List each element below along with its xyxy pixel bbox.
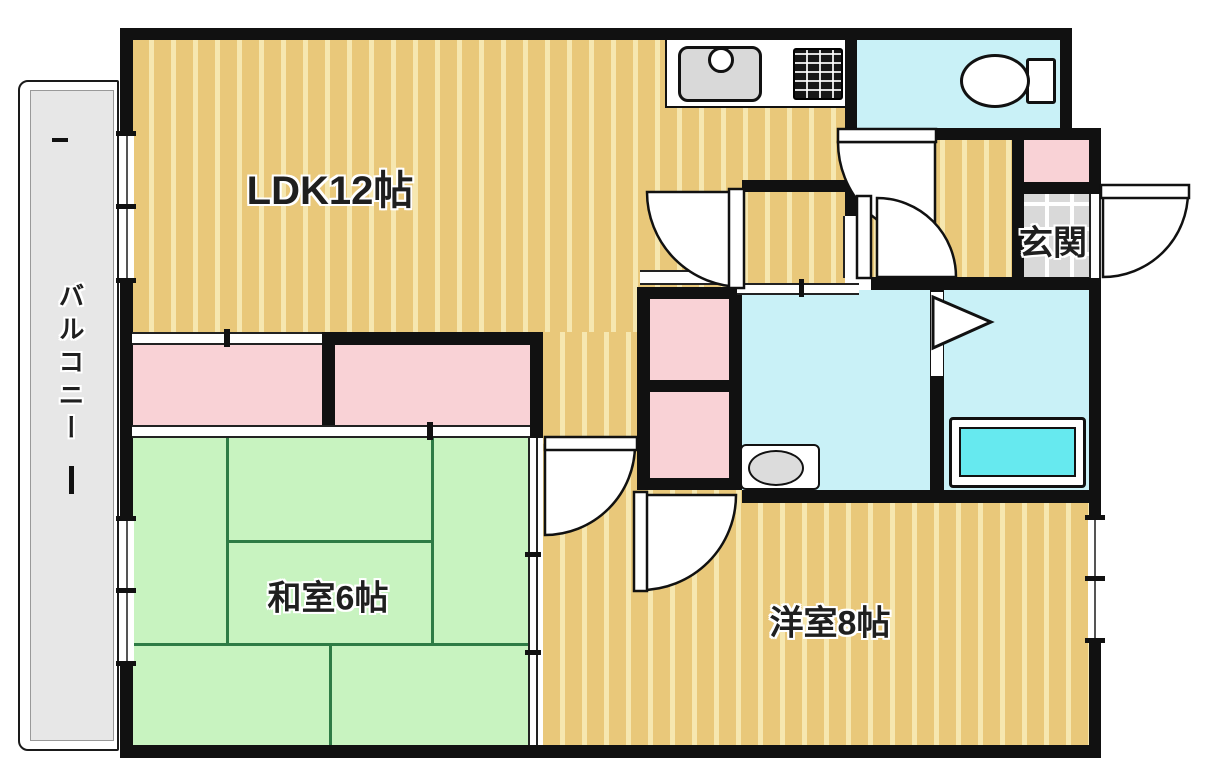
fusuma-tick xyxy=(224,329,230,347)
fusuma-tick xyxy=(525,650,541,655)
wall-bath-divider xyxy=(930,290,944,490)
wall-closet-divider-left xyxy=(322,332,335,438)
genkan-label: 玄関 xyxy=(1019,224,1087,263)
toilet-bowl-icon xyxy=(960,54,1030,108)
door-leaf xyxy=(1099,183,1191,200)
wall-hall-closet-top xyxy=(637,287,742,299)
ldk-label: LDK12帖 xyxy=(246,169,414,213)
entrance-doorway xyxy=(1089,194,1101,278)
door-entrance xyxy=(1101,190,1190,279)
yoshitsu-label: 洋室8帖 xyxy=(769,604,891,643)
wall-genkan-left xyxy=(1012,128,1024,290)
window-tick xyxy=(1085,638,1105,643)
window-tick xyxy=(116,131,136,136)
wall-kitchen-divider xyxy=(845,28,857,220)
window-tick xyxy=(116,278,136,283)
wall-outer-top xyxy=(120,28,1072,40)
wall-ldk-bottom xyxy=(322,332,543,345)
wall-closet-divider-right xyxy=(530,332,543,438)
balcony-label: バルコニー xyxy=(55,282,85,447)
hallway-floor xyxy=(857,140,1012,277)
hall-closet-lower xyxy=(650,392,729,478)
wall-ldk-hall-stub xyxy=(742,180,845,192)
wall-toilet-right xyxy=(1060,28,1072,140)
window-tick xyxy=(116,204,136,209)
wall-hall-closet-bottom xyxy=(637,478,742,490)
wall-genkan-closet-bottom xyxy=(1012,182,1101,194)
wall-hall-bottom xyxy=(871,277,1101,290)
balcony-partition-mark xyxy=(52,138,68,142)
tatami-line xyxy=(329,645,332,745)
fusuma-tick xyxy=(525,552,541,557)
fusuma-washitsu-right xyxy=(528,438,538,745)
window-tick xyxy=(116,516,136,521)
closet-left xyxy=(132,345,322,425)
wall-hall-closet-mid xyxy=(637,380,742,392)
washitsu-label: 和室6帖 xyxy=(267,579,389,618)
tatami-line xyxy=(132,643,530,646)
balcony-partition-mark xyxy=(69,466,74,494)
washbasin-bowl-icon xyxy=(748,450,804,486)
opening-washroom-top xyxy=(737,283,859,295)
bathtub-water-icon xyxy=(959,427,1076,477)
toilet-tank-icon xyxy=(1026,58,1056,104)
closet-right xyxy=(335,345,530,425)
doorway-ldk-hall xyxy=(843,216,858,278)
gas-stove-icon xyxy=(793,48,843,100)
balcony-deck xyxy=(30,90,114,741)
opening-tick xyxy=(799,279,804,297)
window-tick xyxy=(116,588,136,593)
window-tick xyxy=(1085,576,1105,581)
hall-closet-upper xyxy=(650,299,729,380)
wall-yoshitsu-top xyxy=(742,490,1101,503)
fusuma-tick xyxy=(427,422,433,440)
faucet-icon xyxy=(708,47,734,73)
door-threshold-closet-top xyxy=(640,270,730,285)
genkan-shoe-closet xyxy=(1024,140,1089,182)
wall-outer-bottom xyxy=(120,745,1101,758)
window-tick xyxy=(1085,515,1105,520)
tatami-line xyxy=(226,540,434,543)
genkan-tile-floor xyxy=(1024,194,1089,277)
fusuma-washitsu-top xyxy=(132,425,530,438)
window-tick xyxy=(116,661,136,666)
